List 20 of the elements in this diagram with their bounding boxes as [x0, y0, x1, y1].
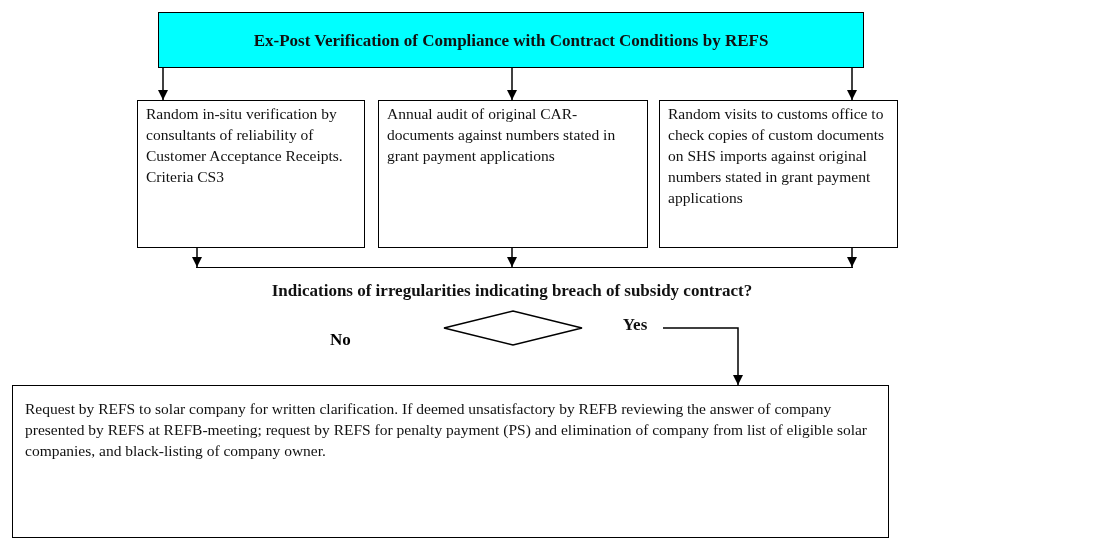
arrow [192, 247, 202, 268]
process-box [137, 100, 365, 248]
box-text: Annual audit of original CAR- documents against numbers stated in grant payment applications [387, 104, 617, 166]
title-box: Ex-Post Verification of Compliance with Contract Conditions by REFS [158, 12, 864, 68]
box-text: Request by REFS to solar company for written clarification. If deemed unsatisfactory by REFB reviewing the answer of company presented by REFS at REFB-meeting; request by REFS for penalty payment (PS) and elimination of company from list of eligible solar companies, and black-listing of company owner. [25, 399, 869, 461]
process-box [12, 385, 889, 538]
arrow [507, 247, 517, 268]
arrow [507, 67, 517, 101]
box-text: Random visits to customs office to check copies of custom documents on SHS imports against original numbers stated in grant payment applications [668, 104, 886, 208]
arrow [662, 327, 743, 386]
merge-line [196, 267, 853, 270]
arrow [847, 67, 857, 101]
process-box [378, 100, 648, 248]
decision-diamond [443, 310, 583, 346]
arrow [847, 247, 857, 268]
branch-label: Yes [615, 314, 655, 338]
arrow [158, 67, 168, 101]
process-box [659, 100, 898, 248]
box-text: Random in-situ verification by consultants of reliability of Customer Acceptance Receipts. Criteria CS3 [146, 104, 344, 187]
decision-question: Indications of irregularities indicating breach of subsidy contract? [270, 280, 754, 304]
